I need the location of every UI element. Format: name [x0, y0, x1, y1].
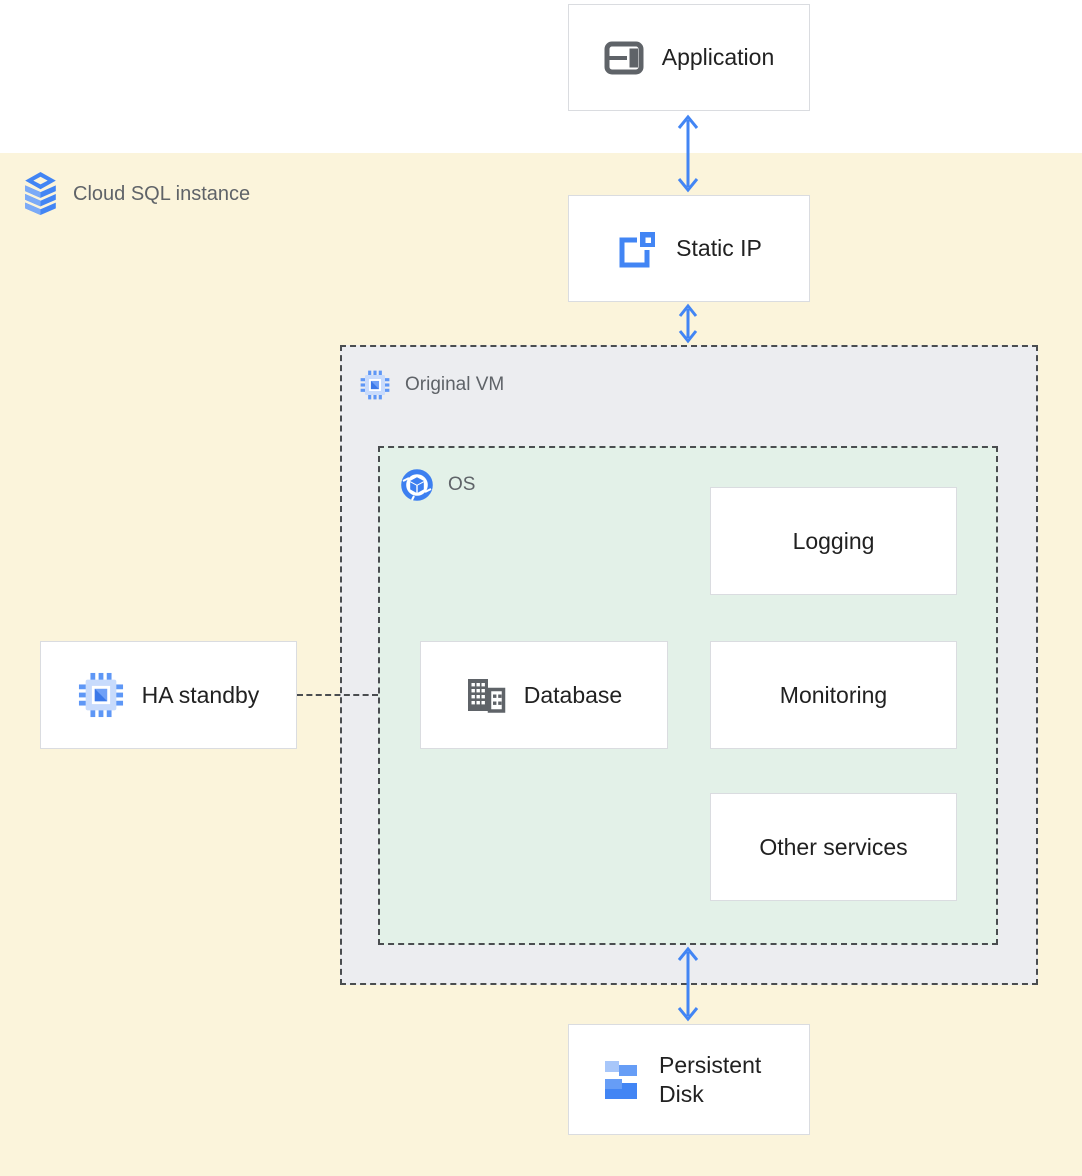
node-static-ip: Static IP [568, 195, 810, 302]
database-icon [467, 679, 506, 713]
cloud-sql-icon [25, 172, 56, 216]
node-application: Application [568, 4, 810, 111]
cloud-sql-region-label: Cloud SQL instance [25, 172, 250, 216]
original-vm-label: Original VM [360, 370, 504, 400]
os-region-label-text: OS [448, 474, 476, 495]
node-persistent-disk-label: Persistent Disk [659, 1051, 762, 1107]
node-persistent-disk: Persistent Disk [568, 1024, 810, 1135]
static-ip-icon [619, 229, 658, 267]
node-application-label: Application [661, 44, 775, 70]
persistent-disk-icon [605, 1060, 637, 1099]
application-icon [604, 41, 644, 74]
node-monitoring-label: Monitoring [779, 681, 888, 708]
node-other-services: Other services [710, 793, 957, 901]
node-logging: Logging [710, 487, 957, 595]
node-database: Database [420, 641, 668, 749]
cloud-sql-region-label-text: Cloud SQL instance [73, 182, 251, 205]
node-ha-standby: HA standby [40, 641, 297, 749]
node-ha-standby-label: HA standby [141, 681, 260, 708]
compute-vm-icon [360, 370, 390, 400]
node-static-ip-label: Static IP [676, 235, 762, 261]
os-icon [401, 469, 433, 501]
node-logging-label: Logging [792, 527, 875, 554]
edge-ha-standby-to-os [297, 694, 378, 696]
node-database-label: Database [523, 681, 623, 708]
compute-vm-icon [78, 672, 123, 718]
os-region-label: OS [401, 469, 475, 501]
original-vm-label-text: Original VM [405, 374, 505, 395]
node-monitoring: Monitoring [710, 641, 957, 749]
node-other-services-label: Other services [759, 833, 908, 860]
